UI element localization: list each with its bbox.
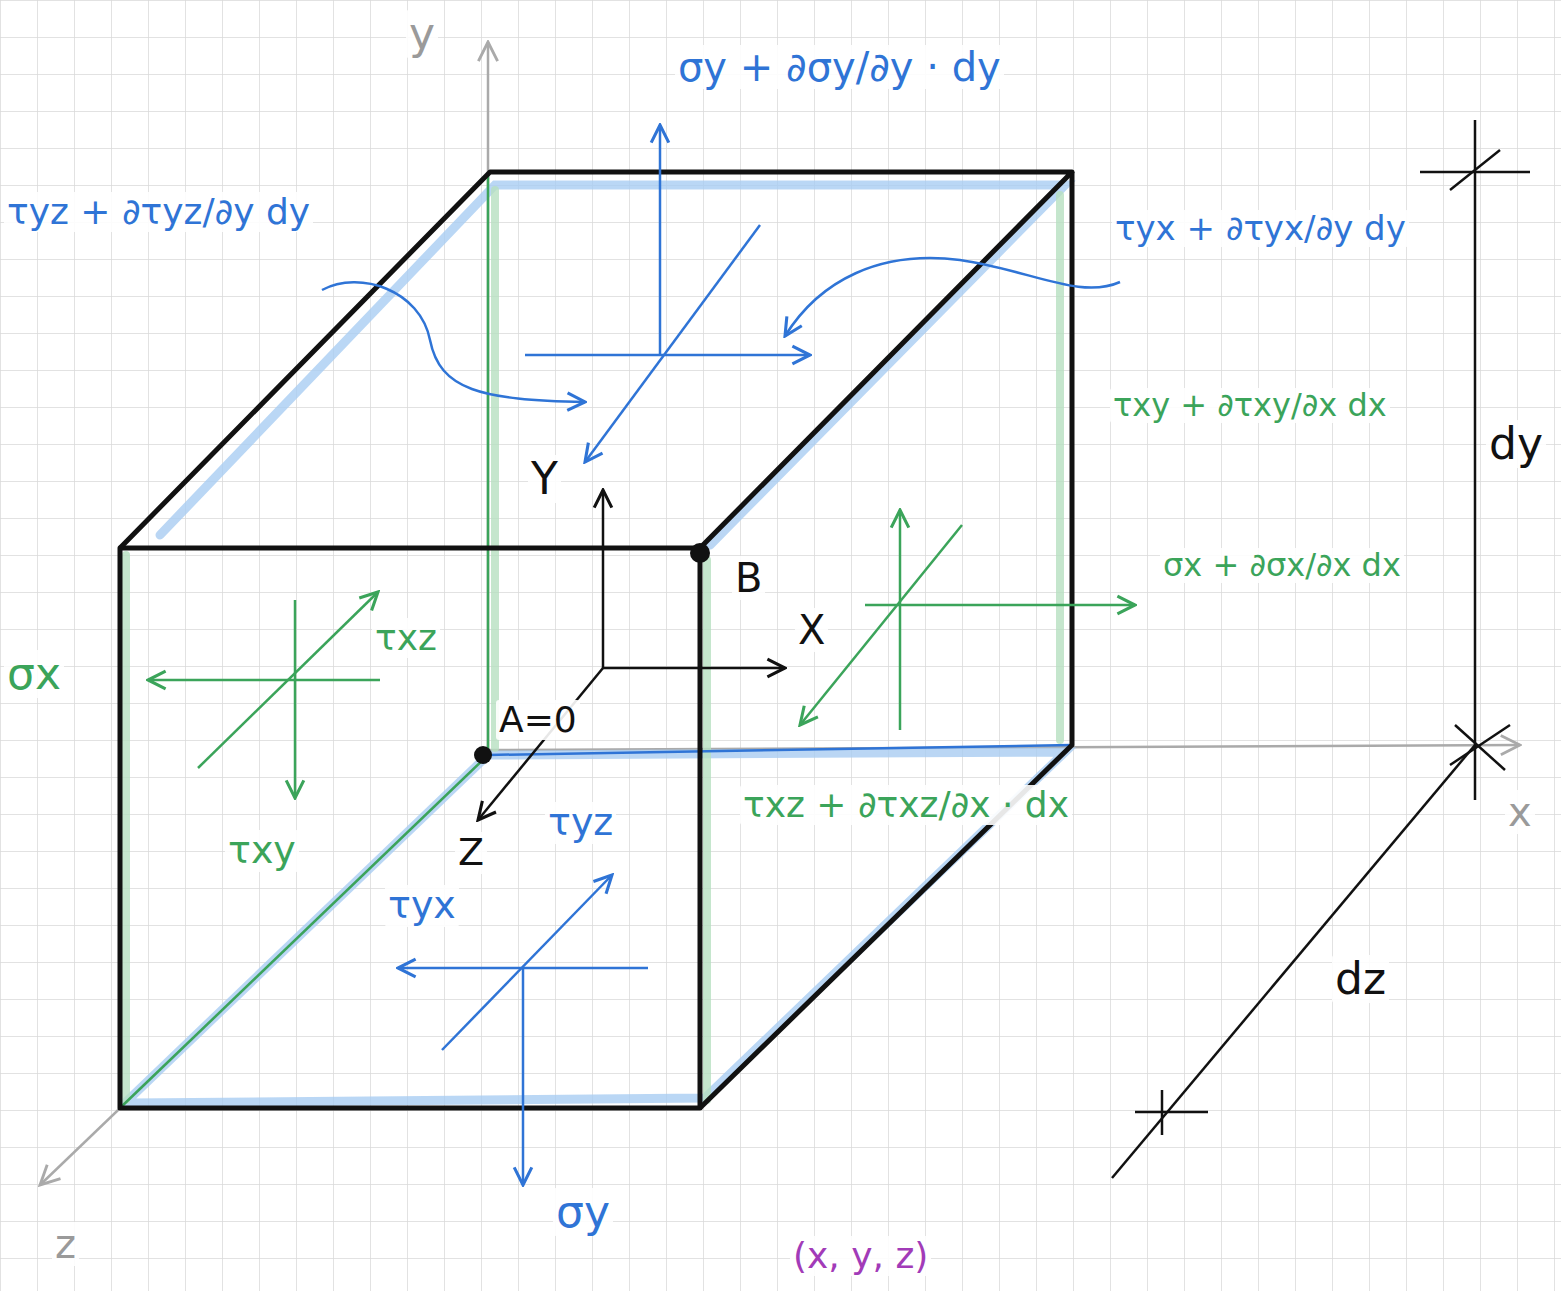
dimension-lines: [1112, 120, 1530, 1178]
stress-arrows-right: [800, 510, 1135, 730]
axis-label: z: [52, 1222, 79, 1266]
stress-label: σx + ∂σx/∂x dx: [1160, 548, 1404, 583]
axis-label: x: [1505, 790, 1535, 834]
axis-label: Z: [455, 832, 487, 874]
stress-label: τxz + ∂τxz/∂x · dx: [740, 785, 1072, 825]
point-label: B: [732, 556, 765, 600]
stress-label: τxz: [372, 618, 440, 658]
point-marker: [474, 746, 492, 764]
stress-arrows-left: [148, 592, 380, 798]
coordinate-note: (x, y, z): [790, 1236, 931, 1276]
point-marker: [690, 543, 710, 563]
stress-label: σy: [553, 1188, 613, 1236]
local-axes: [478, 490, 785, 820]
stress-label: τyz + ∂τyz/∂y dy: [4, 192, 313, 232]
axis-label: Y: [528, 455, 561, 503]
axis-label: y: [406, 10, 438, 58]
stress-label: τxy: [225, 830, 299, 872]
stress-label: σx: [4, 650, 64, 698]
cube-outline: [120, 172, 1072, 1108]
hidden-edges: [120, 172, 1072, 1108]
stress-label: σy + ∂σy/∂y · dy: [675, 45, 1004, 89]
stress-label: τyx: [385, 885, 459, 927]
dimension-label: dz: [1332, 955, 1389, 1003]
stress-label: τxy + ∂τxy/∂x dx: [1110, 388, 1390, 423]
axis-label: X: [795, 608, 828, 652]
dimension-label: dy: [1486, 420, 1546, 468]
stress-label: τyz: [545, 802, 616, 844]
stress-arrows-top: [322, 125, 1120, 462]
stress-label: τyx + ∂τyx/∂y dy: [1112, 210, 1409, 247]
point-label: A=0: [496, 700, 580, 740]
